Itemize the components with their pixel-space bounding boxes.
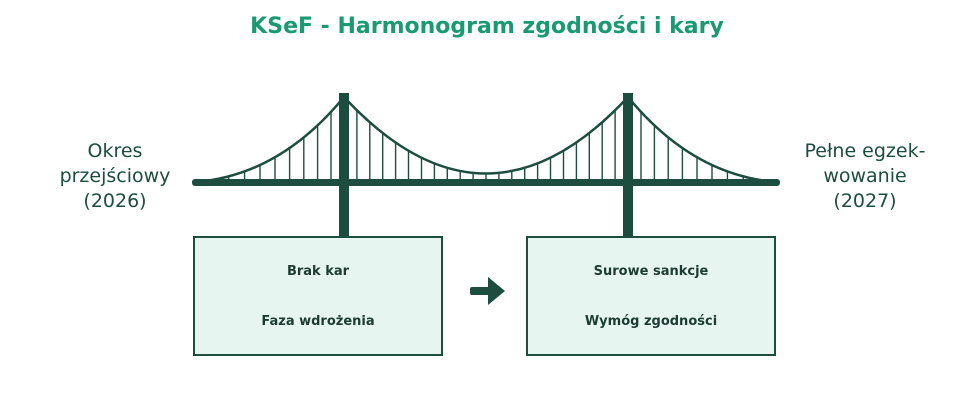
right-label-line: wowanie: [823, 165, 907, 187]
bridge-cable-main-span: [343, 96, 629, 175]
right-phase-label: Pełne egzek- wowanie (2027): [780, 139, 950, 214]
transition-box-line1: Brak kar: [286, 264, 350, 279]
diagram-title: KSeF - Harmonogram zgodności i kary: [250, 14, 724, 39]
right-label-line: (2027): [833, 190, 897, 212]
bridge-deck: [192, 179, 780, 186]
bridge-cable-right-span: [627, 96, 777, 184]
bridge-tower-right: [623, 93, 633, 238]
enforcement-box-line1: Surowe sankcje: [593, 264, 709, 279]
bridge-tower-left: [339, 93, 349, 238]
arrow-right-icon: [470, 277, 505, 305]
enforcement-box-line2: Wymóg zgodności: [584, 314, 718, 329]
transition-phase-box: Brak kar Faza wdrożenia: [193, 236, 443, 356]
bridge-cable-left-span: [195, 96, 345, 184]
left-label-line: Okres: [87, 140, 143, 162]
enforcement-phase-box: Surowe sankcje Wymóg zgodności: [526, 236, 776, 356]
right-label-line: Pełne egzek-: [804, 140, 926, 162]
left-label-line: przejściowy: [59, 165, 171, 187]
left-label-line: (2026): [83, 190, 147, 212]
transition-box-line2: Faza wdrożenia: [261, 314, 375, 329]
left-phase-label: Okres przejściowy (2026): [40, 139, 190, 214]
